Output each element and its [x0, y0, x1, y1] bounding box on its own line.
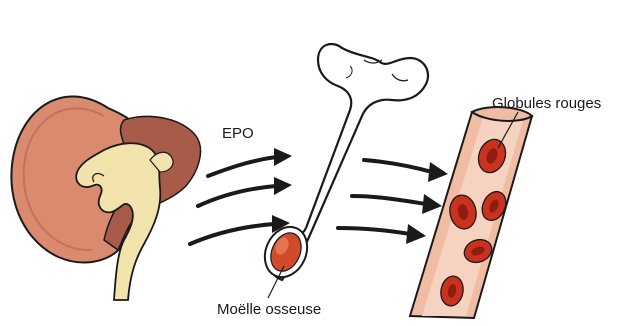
- arrow-icon: [208, 157, 276, 176]
- arrow-head-icon: [274, 177, 292, 195]
- arrow-head-icon: [422, 194, 442, 214]
- arrow-head-icon: [428, 162, 448, 182]
- arrow-icon: [364, 160, 432, 172]
- arrow-icon: [352, 196, 426, 204]
- marrow-arrows: [338, 160, 432, 234]
- arrow-head-icon: [406, 224, 426, 244]
- red-blood-cells-label: Globules rouges: [492, 96, 601, 111]
- arrow-head-icon: [274, 148, 292, 166]
- arrow-icon: [338, 228, 410, 234]
- arrow-icon: [190, 224, 274, 244]
- epo-label: EPO: [222, 126, 254, 141]
- epo-arrows: [190, 157, 276, 244]
- arrow-icon: [198, 186, 276, 206]
- bone-marrow-label: Moëlle osseuse: [217, 302, 321, 317]
